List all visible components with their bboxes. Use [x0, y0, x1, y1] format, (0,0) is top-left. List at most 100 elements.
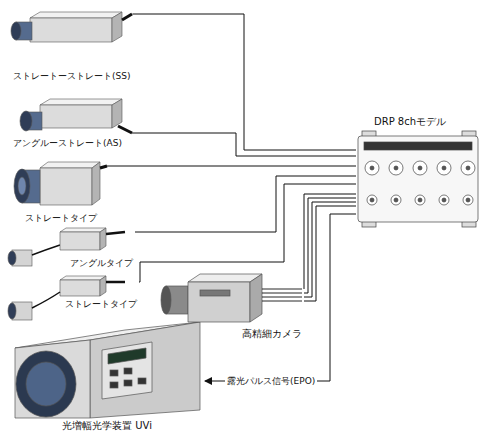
illustration-part	[418, 198, 422, 202]
illustration-part	[14, 169, 30, 203]
illustration-part	[100, 276, 106, 296]
illustration-part	[415, 195, 425, 205]
illustration-part	[110, 382, 118, 388]
connector	[107, 166, 356, 167]
illustration-part	[60, 228, 106, 232]
illustration-part	[370, 166, 374, 170]
illustration-part	[8, 303, 16, 319]
illustration-part	[364, 142, 472, 150]
illustration-part	[370, 198, 374, 202]
device-label: 光増幅光学装置 UVi	[62, 420, 152, 432]
illustration-part	[32, 292, 60, 308]
illustration-part	[367, 195, 377, 205]
illustration-part	[26, 362, 66, 406]
connector	[132, 14, 356, 150]
illustration-part	[30, 18, 112, 42]
connector	[132, 133, 356, 156]
illustration-part	[138, 378, 146, 384]
illustration-part	[442, 198, 446, 202]
uvi-unit	[15, 322, 200, 418]
illustration-part	[262, 289, 302, 301]
illustration-part	[40, 99, 122, 105]
straight-sensor-small	[8, 276, 125, 320]
illustration-part	[365, 161, 379, 175]
illustration-part	[112, 12, 122, 42]
illustration-part	[389, 161, 403, 175]
illustration-part	[32, 245, 60, 255]
illustration-part	[413, 161, 427, 175]
illustration-part	[118, 126, 132, 133]
illustration-part	[161, 286, 171, 314]
connector-line	[139, 184, 356, 282]
illustration-part	[250, 274, 262, 322]
illustration-part	[437, 161, 451, 175]
device-label: ストレートタイプ	[65, 299, 137, 309]
illustration-part	[106, 281, 125, 284]
connector-line	[205, 214, 356, 381]
illustration-part	[466, 166, 470, 170]
illustration-part	[394, 198, 398, 202]
as-sensor	[20, 99, 132, 133]
device-node: アングルーストレート(AS)	[5, 92, 132, 150]
illustration-part	[358, 136, 478, 222]
illustration-part	[122, 14, 132, 20]
illustration-part	[124, 380, 132, 386]
illustration-part	[365, 161, 475, 205]
illustration-part	[391, 195, 401, 205]
ss-sensor	[11, 12, 132, 42]
illustration-part	[40, 162, 100, 168]
illustration-part	[106, 232, 125, 234]
illustration-part	[30, 12, 122, 18]
device-node: アングルタイプ	[5, 224, 135, 272]
connector	[139, 184, 356, 282]
connector-line	[107, 166, 356, 167]
illustration-part	[461, 161, 475, 175]
device-label: DRP 8chモデル	[374, 116, 446, 128]
illustration-part	[100, 166, 107, 168]
connector-line	[132, 14, 356, 150]
device-node: ストレートーストレート(SS)	[5, 5, 132, 85]
device-node: ストレートタイプ	[5, 272, 139, 322]
illustration-part	[60, 280, 100, 296]
illustration-part	[40, 168, 92, 205]
device-node: ストレートタイプ	[5, 155, 107, 227]
device-label: アングルタイプ	[70, 258, 133, 268]
illustration-part	[463, 195, 473, 205]
illustration-part	[418, 166, 422, 170]
drp-controller	[358, 131, 478, 227]
camera	[161, 274, 302, 322]
illustration-part	[60, 276, 106, 280]
illustration-part	[188, 274, 262, 282]
illustration-part	[124, 368, 132, 374]
illustration-part	[20, 111, 32, 131]
illustration-part	[102, 342, 152, 399]
illustration-part	[394, 166, 398, 170]
illustration-part	[92, 162, 100, 205]
connector	[205, 214, 356, 381]
illustration-part	[439, 195, 449, 205]
illustration-part	[188, 282, 250, 322]
device-label: アングルーストレート(AS)	[13, 138, 122, 148]
illustration-part	[200, 290, 230, 296]
device-label: 高精細カメラ	[242, 328, 302, 340]
illustration-part	[18, 177, 26, 195]
illustration-part	[442, 166, 446, 170]
illustration-part	[466, 198, 470, 202]
device-label: ストレートーストレート(SS)	[13, 71, 130, 81]
illustration-part	[112, 99, 122, 128]
illustration-part	[16, 351, 76, 417]
illustration-part	[108, 348, 146, 364]
device-label: ストレートタイプ	[25, 213, 97, 223]
signal-label: 露光パルス信号(EPO)	[225, 376, 317, 386]
illustration-part	[8, 251, 16, 265]
illustration-part	[110, 370, 118, 376]
illustration-part	[60, 232, 100, 250]
illustration-part	[15, 340, 90, 418]
straight-sensor	[14, 162, 107, 205]
illustration-part	[100, 228, 106, 250]
illustration-part	[90, 322, 200, 418]
device-node: DRP 8chモデル	[356, 116, 480, 226]
device-node: 光増幅光学装置 UVi	[10, 300, 205, 443]
illustration-part	[40, 105, 112, 128]
